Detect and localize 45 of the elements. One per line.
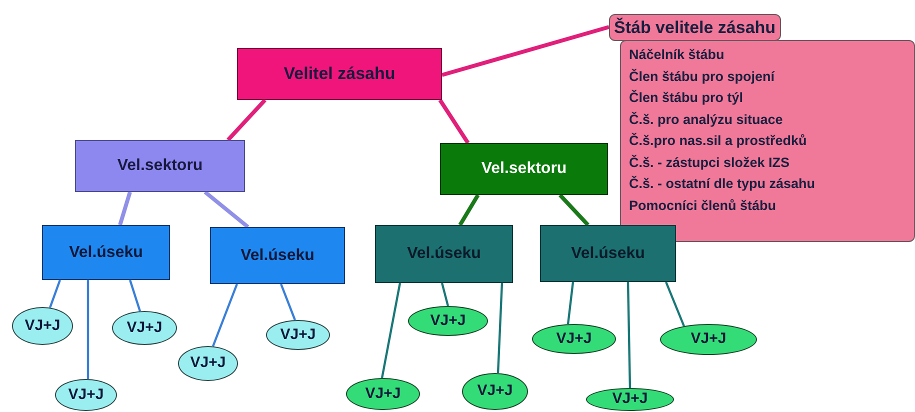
connector-line: [86, 280, 90, 380]
unit-ellipse: VJ+J: [346, 378, 420, 410]
section-box: Vel.úseku: [42, 225, 170, 280]
commander-box: Velitel zásahu: [237, 48, 442, 100]
connector-line: [566, 282, 574, 324]
connector-line: [204, 190, 250, 229]
unit-ellipse: VJ+J: [178, 346, 238, 381]
connector-line: [626, 282, 632, 388]
connector-line: [226, 98, 266, 142]
list-item: Č.š.pro nas.sil a prostředků: [629, 132, 808, 150]
list-item: Č.š. - zástupci složek IZS: [629, 154, 791, 172]
unit-ellipse: VJ+J: [266, 320, 330, 350]
connector-line: [664, 282, 686, 327]
connector-line: [458, 194, 480, 226]
unit-ellipse: VJ+J: [112, 311, 177, 345]
connector-line: [380, 282, 402, 378]
section-box: Vel.úseku: [375, 225, 513, 283]
unit-ellipse: VJ+J: [532, 324, 616, 354]
unit-ellipse: VJ+J: [586, 388, 674, 411]
list-item: Pomocníci členů štábu: [629, 196, 778, 214]
unit-ellipse: VJ+J: [660, 324, 757, 355]
unit-ellipse: VJ+J: [55, 379, 117, 411]
connector-line: [280, 284, 296, 320]
sector-box: Vel.sektoru: [440, 143, 608, 195]
connector-line: [212, 284, 238, 347]
connector-line: [440, 282, 450, 306]
connector-line: [558, 194, 590, 226]
unit-ellipse: VJ+J: [12, 307, 73, 345]
list-item: Člen štábu pro spojení: [629, 68, 776, 86]
connector-line: [48, 280, 62, 308]
list-item: Č.š. pro analýzu situace: [629, 110, 784, 129]
section-box: Vel.úseku: [210, 227, 345, 284]
list-item: Č.š. - ostatní dle typu zásahu: [629, 174, 816, 193]
sector-box: Vel.sektoru: [75, 140, 245, 192]
list-item: Člen štábu pro týl: [629, 88, 744, 107]
connector-line: [496, 282, 504, 374]
unit-ellipse: VJ+J: [462, 373, 528, 410]
connector-line: [128, 280, 142, 312]
section-box: Vel.úseku: [540, 225, 676, 282]
unit-ellipse: VJ+J: [408, 306, 488, 336]
connector-line: [441, 25, 610, 77]
list-item: Náčelník štábu: [629, 46, 726, 64]
connector-line: [118, 191, 132, 226]
connector-line: [438, 98, 470, 144]
heading-tab: Štáb velitele zásahu: [609, 14, 781, 41]
